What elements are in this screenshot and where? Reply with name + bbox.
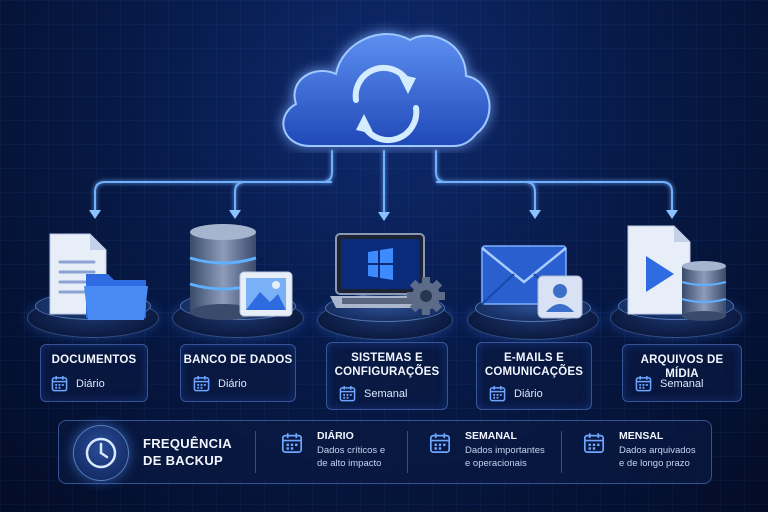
frequency-row: Diário [489, 385, 543, 402]
category-card-arquivos-de-midia: ARQUIVOS DE MÍDIA Semanal [622, 344, 742, 402]
legend-title-line-1: FREQUÊNCIA [143, 436, 232, 451]
legend-item-title: MENSAL [619, 430, 664, 442]
category-title-line-2: COMUNICAÇÕES [484, 366, 584, 378]
calendar-icon [51, 375, 68, 392]
legend-divider [255, 431, 256, 473]
calendar-icon [281, 433, 303, 454]
legend-item-desc: Dados arquivados e de longo prazo [619, 444, 696, 470]
frequency-label: Semanal [660, 377, 704, 390]
frequency-row: Diário [51, 375, 105, 392]
clock-icon [73, 425, 129, 481]
category-title-line-1: SISTEMAS E [351, 352, 423, 364]
legend-divider [407, 431, 408, 473]
backup-frequency-legend: FREQUÊNCIA DE BACKUP DIÁRIO Dados crític… [58, 420, 712, 484]
frequency-row: Diário [193, 375, 247, 392]
legend-divider [561, 431, 562, 473]
legend-item-title: DIÁRIO [317, 430, 354, 442]
category-title-line-2: CONFIGURAÇÕES [334, 366, 440, 378]
category-card-sistemas-e-configuracoes: SISTEMAS E CONFIGURAÇÕES Semanal [326, 342, 448, 410]
legend-item-semanal: SEMANAL Dados importantes e operacionais [429, 430, 559, 474]
frequency-label: Diário [76, 377, 105, 390]
legend-item-desc: Dados importantes e operacionais [465, 444, 545, 470]
category-title: ARQUIVOS DE MÍDIA [640, 354, 724, 380]
frequency-label: Diário [514, 387, 543, 400]
laptop-gear-icon [330, 232, 448, 322]
calendar-icon [489, 385, 506, 402]
frequency-row: Semanal [339, 385, 407, 402]
legend-item-desc-line: de alto impacto [317, 458, 382, 469]
legend-item-diario: DIÁRIO Dados críticos e de alto impacto [281, 430, 411, 474]
frequency-label: Semanal [364, 387, 408, 400]
legend-item-desc-line: e de longo prazo [619, 458, 690, 469]
legend-item-desc-line: Dados importantes [465, 445, 545, 456]
frequency-row: Semanal [635, 375, 703, 392]
media-database-icon [624, 222, 732, 322]
category-card-documentos: DOCUMENTOS Diário [40, 344, 148, 402]
legend-item-desc-line: Dados críticos e [317, 445, 386, 456]
cloud-sync-icon [270, 18, 500, 153]
mail-contact-icon [480, 240, 590, 322]
calendar-icon [339, 385, 356, 402]
database-image-icon [186, 222, 296, 322]
category-title: BANCO DE DADOS [183, 354, 293, 366]
calendar-icon [635, 375, 652, 392]
category-card-banco-de-dados: BANCO DE DADOS Diário [180, 344, 296, 402]
legend-item-desc-line: Dados arquivados [619, 445, 696, 456]
calendar-icon [193, 375, 210, 392]
legend-item-mensal: MENSAL Dados arquivados e de longo prazo [583, 430, 707, 474]
legend-item-title: SEMANAL [465, 430, 517, 442]
category-card-emails-e-comunicacoes: E-MAILS E COMUNICAÇÕES Diário [476, 342, 592, 410]
document-folder-icon [44, 228, 150, 320]
calendar-icon [429, 433, 451, 454]
legend-item-desc: Dados críticos e de alto impacto [317, 444, 385, 470]
frequency-label: Diário [218, 377, 247, 390]
category-title-line-1: E-MAILS E [504, 352, 564, 364]
calendar-icon [583, 433, 605, 454]
category-title: DOCUMENTOS [51, 354, 137, 366]
legend-item-desc-line: e operacionais [465, 458, 527, 469]
legend-title-line-2: DE BACKUP [143, 453, 223, 468]
legend-title: FREQUÊNCIA DE BACKUP [143, 435, 232, 469]
